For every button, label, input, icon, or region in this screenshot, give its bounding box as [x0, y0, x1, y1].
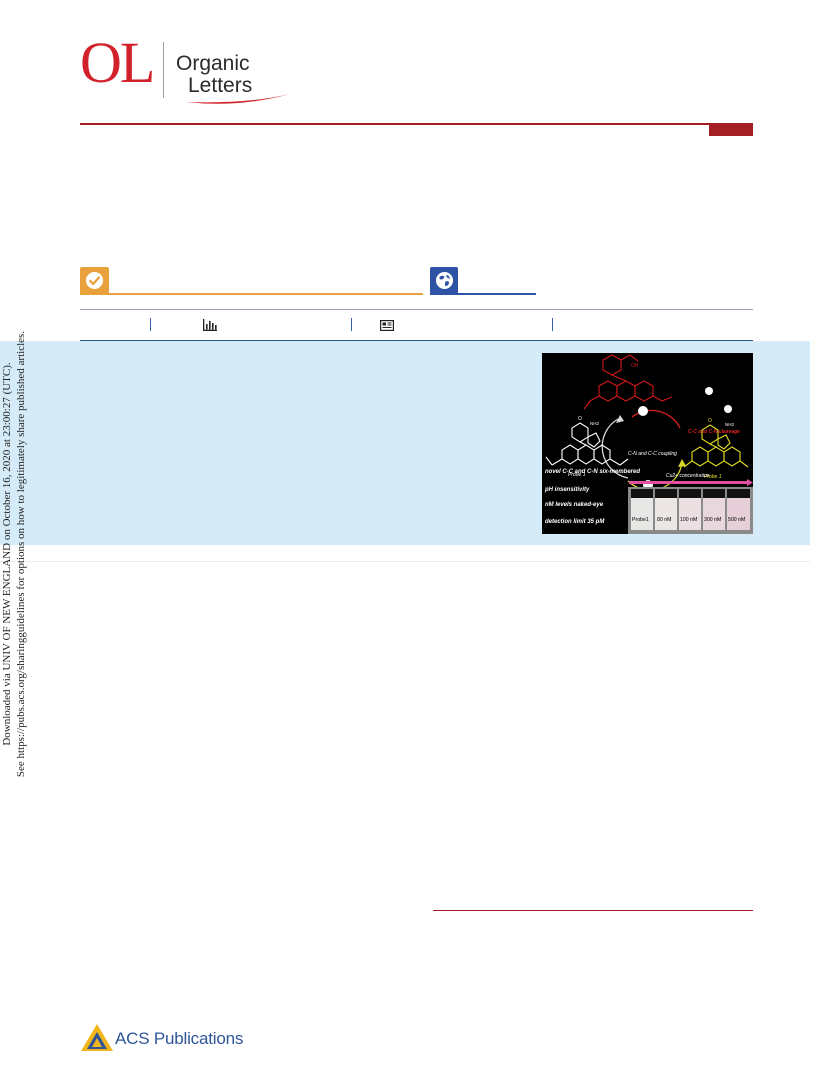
cu-arrow: [629, 481, 747, 484]
open-access-badge[interactable]: [80, 267, 109, 294]
watermark-line-2: See https://pubs.acs.org/sharingguidelin…: [15, 330, 27, 778]
header-tab: [709, 123, 753, 136]
vial-row: [631, 489, 750, 530]
metrics-divider: [150, 318, 151, 331]
article-icon[interactable]: [380, 320, 394, 331]
vial-label: 500 nM: [728, 517, 745, 523]
acs-logo-icon: [81, 1024, 113, 1051]
vial-label: Probe1: [632, 517, 649, 523]
feature-item: novel C-C and C-N six-membered: [545, 469, 640, 475]
label-coupling: C-N and C-C coupling: [628, 451, 677, 457]
publisher-name: ACS Publications: [115, 1029, 244, 1048]
metrics-top-rule: [80, 309, 753, 310]
vial-label: 100 nM: [680, 517, 697, 523]
label-nh2-left: NH2: [590, 421, 599, 426]
white-molecule: [545, 422, 629, 466]
metrics-divider: [552, 318, 553, 331]
globe-underline: [430, 293, 536, 295]
yellow-molecule: [683, 424, 749, 468]
red-molecule: [583, 354, 673, 410]
label-o-right: O: [708, 418, 712, 424]
cu-label: Cu2+ concentration: [666, 473, 710, 479]
globe-badge[interactable]: [430, 267, 458, 294]
header-rule: [80, 123, 753, 125]
journal-name-line1: Organic: [176, 52, 250, 75]
metrics-bottom-rule: [80, 340, 753, 341]
label-probe-right: Probe 1: [704, 474, 722, 480]
label-o-left: O: [578, 416, 582, 422]
journal-logo-initials: OL: [80, 30, 155, 95]
download-watermark: Downloaded via UNIV OF NEW ENGLAND on Oc…: [0, 144, 40, 964]
globe-icon: [435, 271, 453, 290]
label-cleavage: C-C and C-N cleavage: [688, 429, 740, 435]
vial-label: 300 nM: [704, 517, 721, 523]
vial-label: 80 nM: [657, 517, 671, 523]
open-access-underline: [80, 293, 423, 295]
journal-name-line2: Letters: [188, 74, 253, 97]
metrics-divider: [351, 318, 352, 331]
toc-graphic: OH C-C and C-N cleavage C-N and C-C coup…: [542, 353, 753, 534]
label-oh: OH: [631, 363, 639, 369]
checkmark-icon: [85, 271, 104, 290]
feature-item: nM levels naked-eye: [545, 502, 604, 508]
footnote-rule: [433, 910, 753, 911]
abstract-rule: [0, 561, 810, 562]
feature-item: pH insensitivity: [544, 487, 590, 493]
watermark-line-1: Downloaded via UNIV OF NEW ENGLAND on Oc…: [1, 362, 13, 746]
logo-divider: [163, 42, 164, 98]
label-nh2-right: NH2: [725, 422, 734, 427]
bar-chart-icon[interactable]: [203, 319, 217, 331]
label-probe-left: Probe 1: [568, 472, 586, 478]
feature-item: detection limit 35 pM: [545, 519, 605, 525]
logo-swoosh: [186, 94, 290, 104]
